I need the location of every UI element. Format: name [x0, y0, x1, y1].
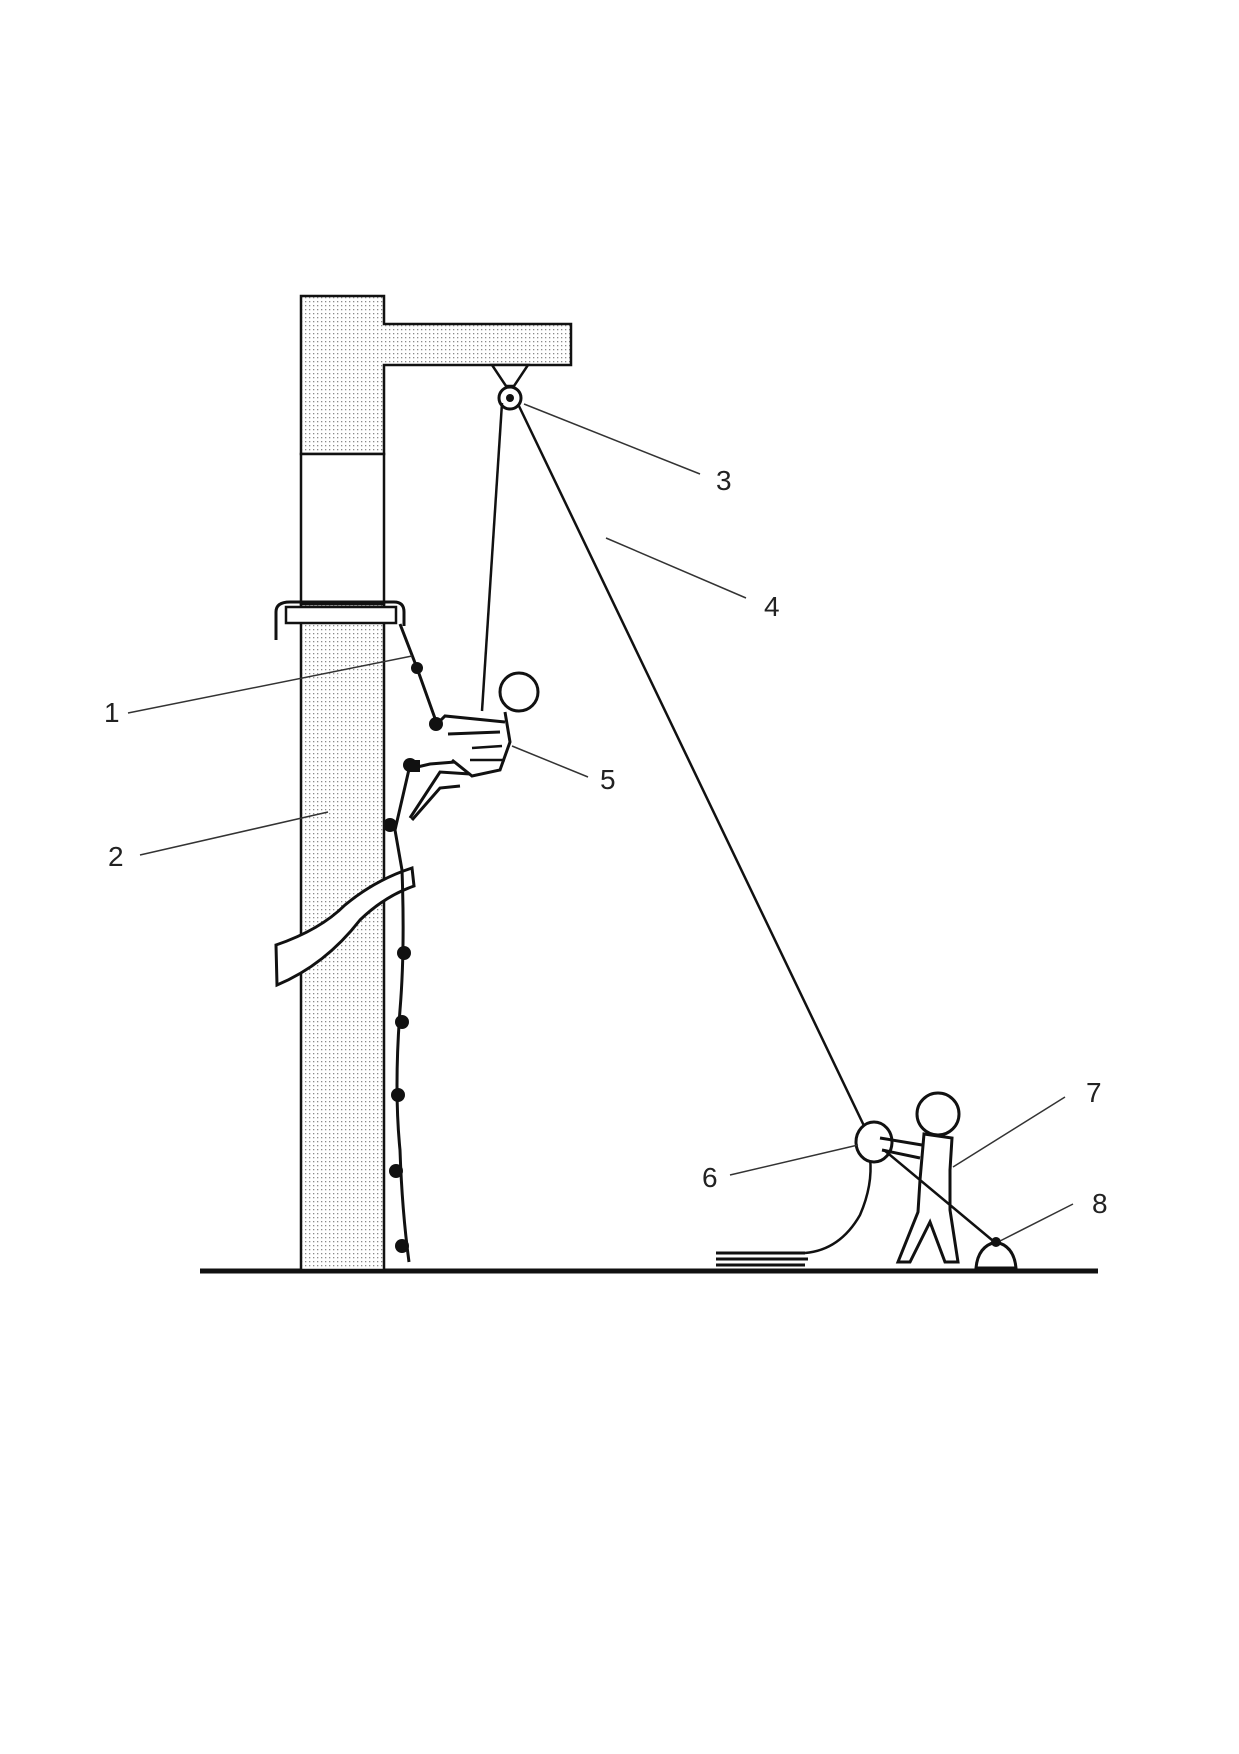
tree-branch: [274, 866, 416, 988]
safety-line-knot: [389, 1164, 403, 1178]
label-1: 1: [104, 697, 120, 728]
safety-line-knot: [397, 946, 411, 960]
climber: [408, 671, 540, 821]
rope-to-climber: [480, 402, 504, 712]
label-5: 5: [600, 764, 616, 795]
positioning-lanyard: [398, 623, 439, 725]
leader-lines: [127, 403, 1074, 1242]
climber-head: [498, 671, 540, 713]
belayer-head: [915, 1091, 961, 1137]
safety-line-knot: [391, 1088, 405, 1102]
safety-line-knot: [395, 1015, 409, 1029]
belay-device: [854, 1120, 894, 1164]
label-4: 4: [764, 591, 780, 622]
pulley: [489, 363, 531, 411]
belayer: [879, 1091, 993, 1264]
pole-blank-band: [299, 452, 386, 606]
pole-clamp: [274, 600, 406, 640]
safety-line: [383, 758, 417, 1263]
label-6: 6: [702, 1162, 718, 1193]
rope-coil: [716, 1157, 872, 1267]
safety-line-knot: [395, 1239, 409, 1253]
safety-line-knot: [383, 818, 397, 832]
label-8: 8: [1092, 1188, 1108, 1219]
label-7: 7: [1086, 1077, 1102, 1108]
rope: [516, 403, 868, 1131]
label-3: 3: [716, 465, 732, 496]
label-2: 2: [108, 841, 124, 872]
